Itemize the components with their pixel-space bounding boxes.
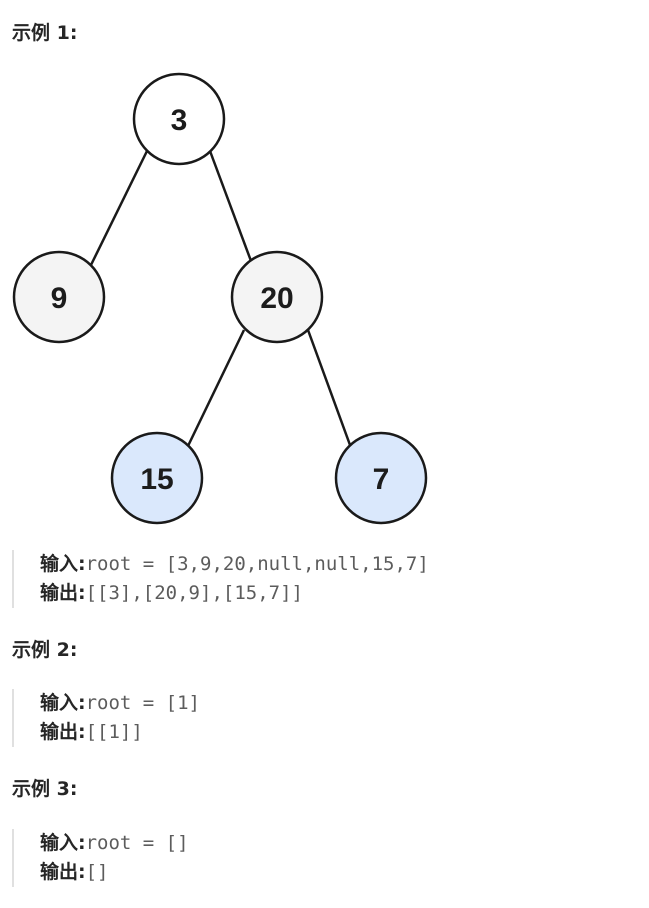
tree-node-3-circle: [132, 72, 226, 166]
input-value: root = []: [85, 832, 189, 854]
example-2-heading: 示例 2:: [12, 639, 78, 661]
tree-node-7-label: 7: [373, 463, 390, 496]
input-label: 输入:: [40, 832, 86, 854]
tree-edges: [88, 150, 352, 447]
output-value: [[1]]: [85, 721, 143, 743]
output-value: []: [85, 861, 109, 883]
binary-tree-diagram: 3 9 20 15 7: [12, 72, 428, 525]
edge-3-20: [208, 150, 253, 262]
example-2-input-line: 输入:root = [1]: [40, 689, 612, 718]
tree-node-15: 15: [110, 431, 204, 525]
input-label: 输入:: [40, 692, 86, 714]
tree-node-9: 9: [12, 250, 106, 344]
tree-node-9-label: 9: [51, 282, 68, 315]
edge-3-9: [88, 150, 149, 268]
example-1-output-line: 输出:[[3],[20,9],[15,7]]: [40, 579, 612, 608]
edge-20-7: [306, 329, 352, 446]
output-label: 输出:: [40, 861, 86, 883]
example-1-input-line: 输入:root = [3,9,20,null,null,15,7]: [40, 550, 612, 579]
example-3-code-block: 输入:root = [] 输出:[]: [12, 829, 612, 887]
tree-node-15-label: 15: [140, 463, 173, 496]
tree-node-3-label: 3: [171, 104, 188, 137]
example-1-code-block: 输入:root = [3,9,20,null,null,15,7] 输出:[[3…: [12, 550, 612, 608]
output-label: 输出:: [40, 721, 86, 743]
example-1-heading: 示例 1:: [12, 22, 78, 44]
tree-node-20: 20: [230, 250, 324, 344]
tree-node-7-circle: [334, 431, 428, 525]
input-value: root = [1]: [85, 692, 200, 714]
tree-node-20-circle: [230, 250, 324, 344]
tree-node-20-label: 20: [260, 282, 293, 315]
example-3-heading: 示例 3:: [12, 778, 78, 800]
edge-20-15: [186, 329, 246, 447]
input-value: root = [3,9,20,null,null,15,7]: [85, 553, 429, 575]
example-3-output-line: 输出:[]: [40, 858, 612, 887]
output-value: [[3],[20,9],[15,7]]: [85, 582, 303, 604]
example-2-code-block: 输入:root = [1] 输出:[[1]]: [12, 689, 612, 747]
input-label: 输入:: [40, 553, 86, 575]
tree-node-15-circle: [110, 431, 204, 525]
example-3-input-line: 输入:root = []: [40, 829, 612, 858]
tree-node-9-circle: [12, 250, 106, 344]
tree-node-3: 3: [132, 72, 226, 166]
example-2-output-line: 输出:[[1]]: [40, 718, 612, 747]
output-label: 输出:: [40, 582, 86, 604]
tree-node-7: 7: [334, 431, 428, 525]
